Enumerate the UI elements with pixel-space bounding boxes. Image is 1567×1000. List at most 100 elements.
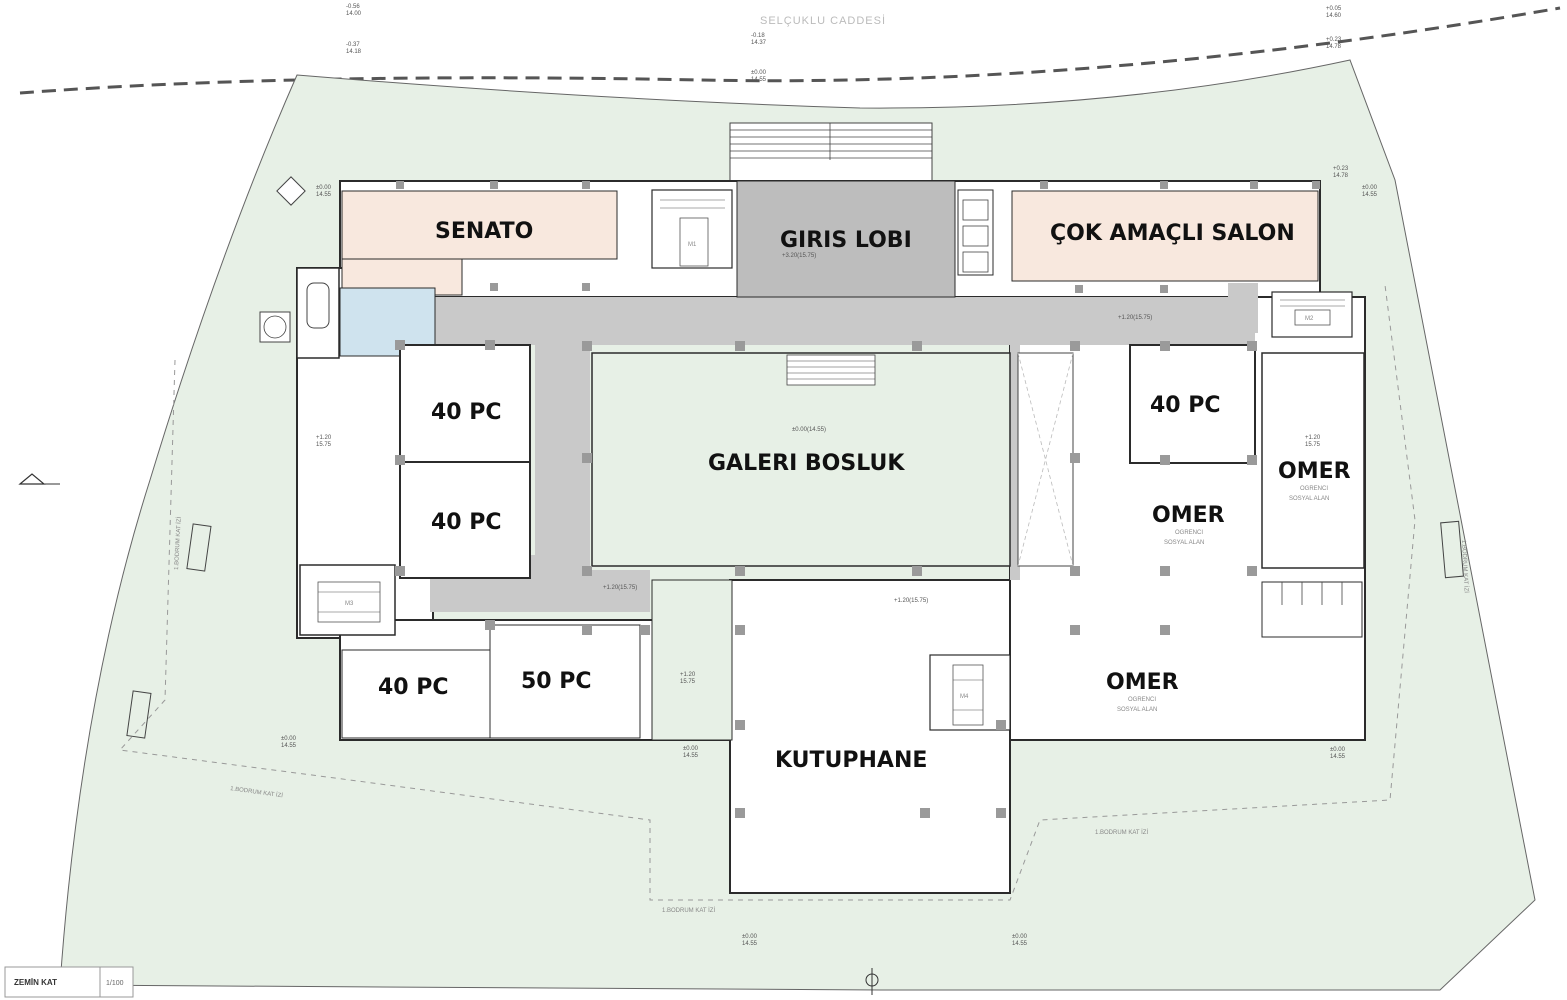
car-lift xyxy=(296,267,340,359)
room-sublabel-omer-3a: OGRENCI xyxy=(1128,697,1156,703)
level-ground-sw-b: 14.55 xyxy=(281,743,297,749)
pc-lab-4-room xyxy=(341,649,491,739)
level-east-wing-b: 15.75 xyxy=(1305,442,1321,448)
basement-label-east: 1.BODRUM KAT İZİ xyxy=(1460,540,1470,594)
bench-east xyxy=(1440,520,1464,579)
room-label-omer-2: OMER xyxy=(1152,503,1225,528)
level-east-wing-a: +1.20 xyxy=(1305,435,1321,441)
level-ground-ne-a: ±0.00 xyxy=(1362,185,1378,191)
bench-west xyxy=(186,523,212,572)
pc-lab-5-room xyxy=(489,624,641,739)
svg-text:M2: M2 xyxy=(1305,316,1314,322)
level-corridor-south: +1.20(15.75) xyxy=(603,585,637,591)
basement-outline xyxy=(118,284,1416,901)
drawing-title: ZEMİN KAT xyxy=(14,978,57,987)
level-ground-sw-a: ±0.00 xyxy=(281,736,297,742)
wc-east xyxy=(1261,581,1363,638)
level-ground-se-a: ±0.00 xyxy=(1330,747,1346,753)
level-ground-nw-a: ±0.00 xyxy=(316,185,332,191)
entrance-lobby xyxy=(736,180,956,298)
level-ground-ne-b: 14.55 xyxy=(1362,192,1378,198)
vent-box xyxy=(276,176,306,206)
corridor xyxy=(430,297,1255,612)
entrance-steps xyxy=(729,122,933,182)
room-label-pc-lab-1: 40 PC xyxy=(431,400,502,425)
pc-lab-3-room xyxy=(1129,344,1256,464)
svg-text:M4: M4 xyxy=(960,694,969,700)
senato-room xyxy=(341,190,618,260)
room-label-pc-lab-3: 40 PC xyxy=(1150,393,1221,418)
title-block: ZEMİN KAT 1/100 xyxy=(4,966,134,998)
level-street-4b: 14.55 xyxy=(751,77,767,83)
room-label-giris-lobi: GIRIS LOBI xyxy=(780,228,912,253)
multipurpose-hall xyxy=(1011,190,1319,282)
bench-southwest xyxy=(126,690,152,739)
level-street-1b: 14.00 xyxy=(346,11,362,17)
level-street-6b: 14.78 xyxy=(1326,44,1342,50)
level-mid-south-b: 15.75 xyxy=(680,679,696,685)
pc-lab-2-room xyxy=(399,461,531,579)
level-street-5a: +0.05 xyxy=(1326,6,1342,12)
drawing-scale: 1/100 xyxy=(106,980,124,987)
level-street-5b: 14.60 xyxy=(1326,13,1342,19)
section-marker-south xyxy=(865,968,879,995)
room-sublabel-omer-1b: SOSYAL ALAN xyxy=(1289,496,1329,502)
section-marker-west xyxy=(18,473,60,485)
room-sublabel-omer-2a: OGRENCI xyxy=(1175,530,1203,536)
svg-text:M1: M1 xyxy=(688,242,697,248)
level-ground-s-b: 14.55 xyxy=(683,753,699,759)
corridor-east-connector xyxy=(1228,283,1258,333)
room-label-kutuphane: KUTUPHANE xyxy=(775,748,927,773)
spiral-stair xyxy=(259,311,291,343)
stair-m4: M4 xyxy=(929,654,1011,731)
room-label-pc-lab-5: 50 PC xyxy=(521,669,592,694)
level-mid-south-a: +1.20 xyxy=(680,672,696,678)
column-grid xyxy=(395,181,1320,818)
elevator-shafts xyxy=(957,189,994,276)
room-sublabel-omer-3b: SOSYAL ALAN xyxy=(1117,707,1157,713)
room-label-pc-lab-4: 40 PC xyxy=(378,675,449,700)
level-corridor-east: +1.20(15.75) xyxy=(1118,315,1152,321)
level-west-wing-b: 15.75 xyxy=(316,442,332,448)
level-street-1a: -0.56 xyxy=(346,4,360,10)
ramp xyxy=(1017,352,1074,567)
basement-label-southeast: 1.BODRUM KAT İZİ xyxy=(1095,829,1148,836)
room-sublabel-omer-2b: SOSYAL ALAN xyxy=(1164,540,1204,546)
level-ground-bottom2-a: ±0.00 xyxy=(1012,934,1028,940)
gallery-steps xyxy=(786,354,876,386)
mid-south-void xyxy=(651,579,733,741)
stair-m1: M1 xyxy=(651,189,733,269)
level-lobby: +3.20(15.75) xyxy=(782,253,816,259)
room-sublabel-omer-1a: OGRENCI xyxy=(1300,486,1328,492)
level-west-wing-a: +1.20 xyxy=(316,435,332,441)
level-street-3b: 14.37 xyxy=(751,40,767,46)
level-library: +1.20(15.75) xyxy=(894,598,928,604)
room-label-omer-3: OMER xyxy=(1106,670,1179,695)
level-street-2a: -0.37 xyxy=(346,42,360,48)
level-street-4a: ±0.00 xyxy=(751,70,767,76)
room-label-galeri-bosluk: GALERI BOSLUK xyxy=(708,451,905,476)
gallery-void xyxy=(591,352,1011,567)
level-ground-bottom1-a: ±0.00 xyxy=(742,934,758,940)
street-name: SELÇUKLU CADDESİ xyxy=(760,14,886,27)
level-ground-nw-b: 14.55 xyxy=(316,192,332,198)
level-ground-se-b: 14.55 xyxy=(1330,754,1346,760)
level-ground-bottom1-b: 14.55 xyxy=(742,941,758,947)
stair-m2: M2 xyxy=(1271,291,1353,338)
stair-m3: M3 xyxy=(299,564,396,636)
basement-label-south: 1.BODRUM KAT İZİ xyxy=(662,907,715,914)
room-label-senato: SENATO xyxy=(435,219,533,244)
room-label-pc-lab-2: 40 PC xyxy=(431,510,502,535)
room-label-cok-amacli-salon: ÇOK AMAÇLI SALON xyxy=(1050,221,1295,246)
level-ground-bottom2-b: 14.55 xyxy=(1012,941,1028,947)
level-street-3a: -0.18 xyxy=(751,33,765,39)
room-label-omer-1: OMER xyxy=(1278,459,1351,484)
level-gallery: ±0.00(14.55) xyxy=(792,427,826,433)
level-ground-s-a: ±0.00 xyxy=(683,746,699,752)
basement-label-west: 1.BODRUM KAT İZİ xyxy=(173,516,183,570)
street-boundary-line xyxy=(19,6,1561,95)
level-street-2b: 14.18 xyxy=(346,49,362,55)
svg-text:M3: M3 xyxy=(345,601,354,607)
student-social-east xyxy=(1261,352,1365,569)
